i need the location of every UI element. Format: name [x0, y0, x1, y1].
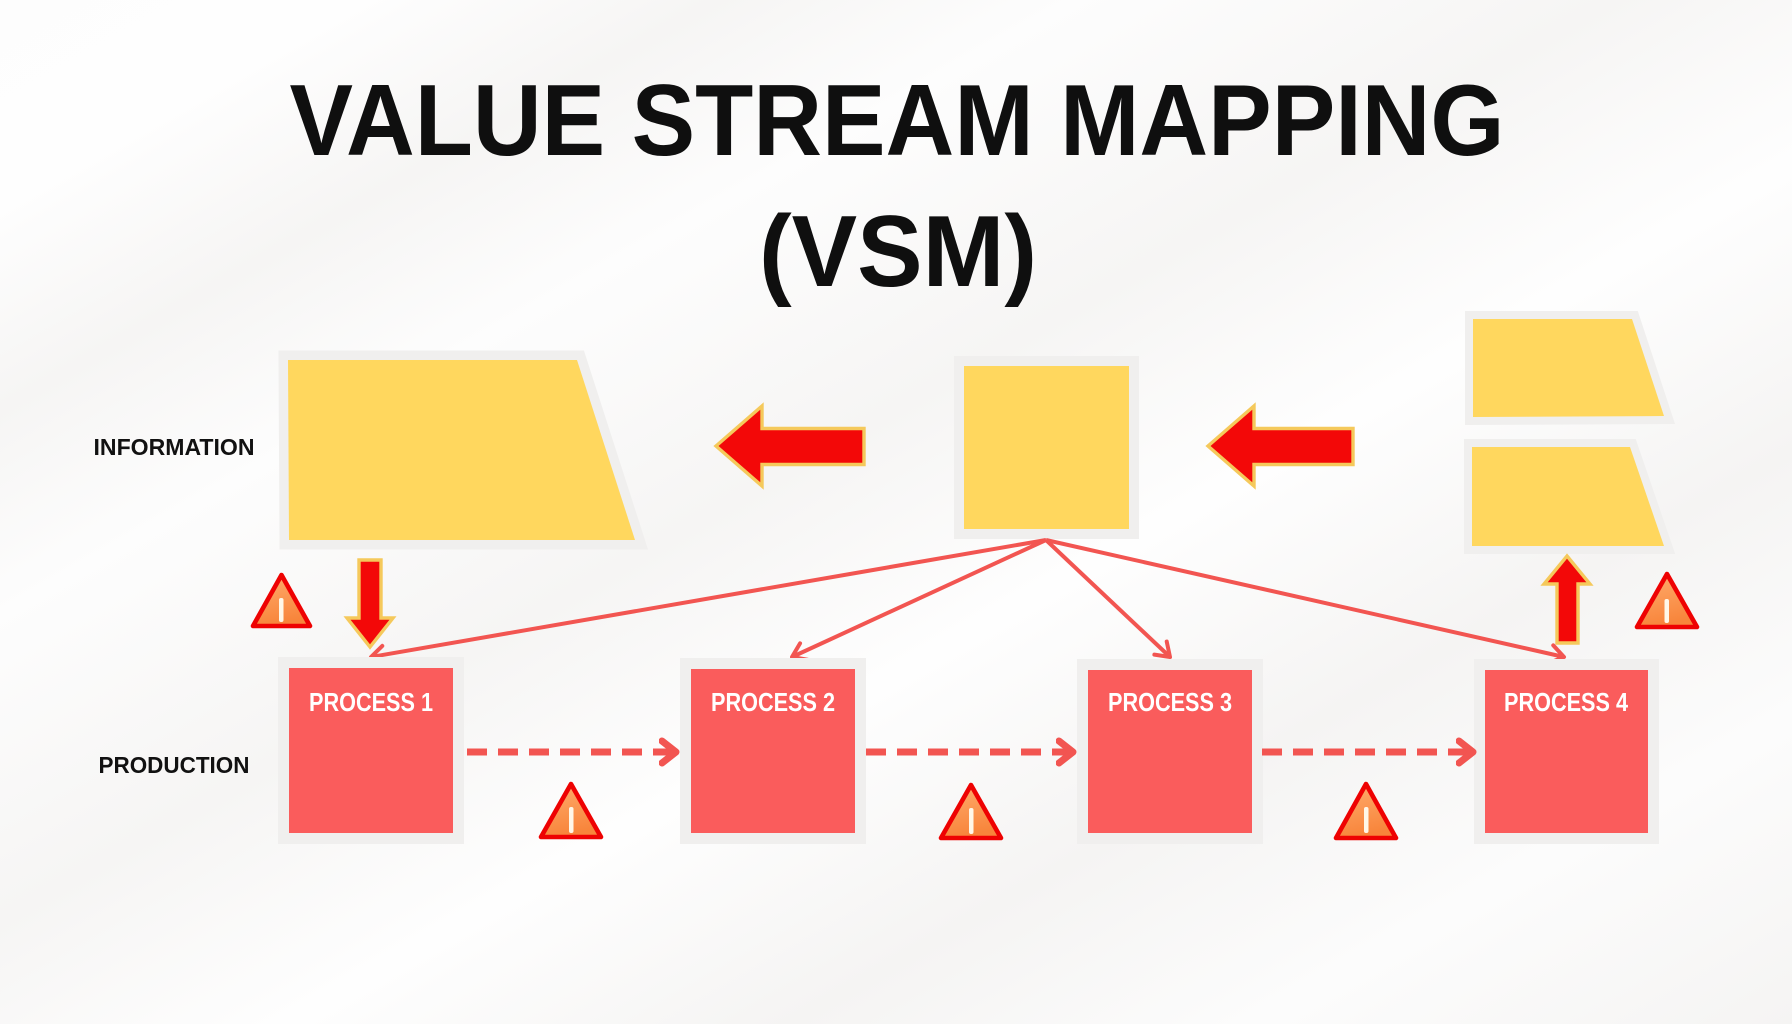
svg-text:(VSM): (VSM) [759, 196, 1037, 308]
svg-text:VALUE STREAM MAPPING: VALUE STREAM MAPPING [290, 65, 1505, 177]
svg-text:PROCESS 3: PROCESS 3 [1108, 687, 1232, 717]
svg-text:PROCESS 4: PROCESS 4 [1504, 687, 1628, 717]
svg-text:PROCESS 2: PROCESS 2 [711, 687, 835, 717]
svg-text:INFORMATION: INFORMATION [94, 434, 255, 460]
svg-text:PROCESS 1: PROCESS 1 [309, 687, 433, 717]
svg-text:PRODUCTION: PRODUCTION [99, 752, 250, 778]
